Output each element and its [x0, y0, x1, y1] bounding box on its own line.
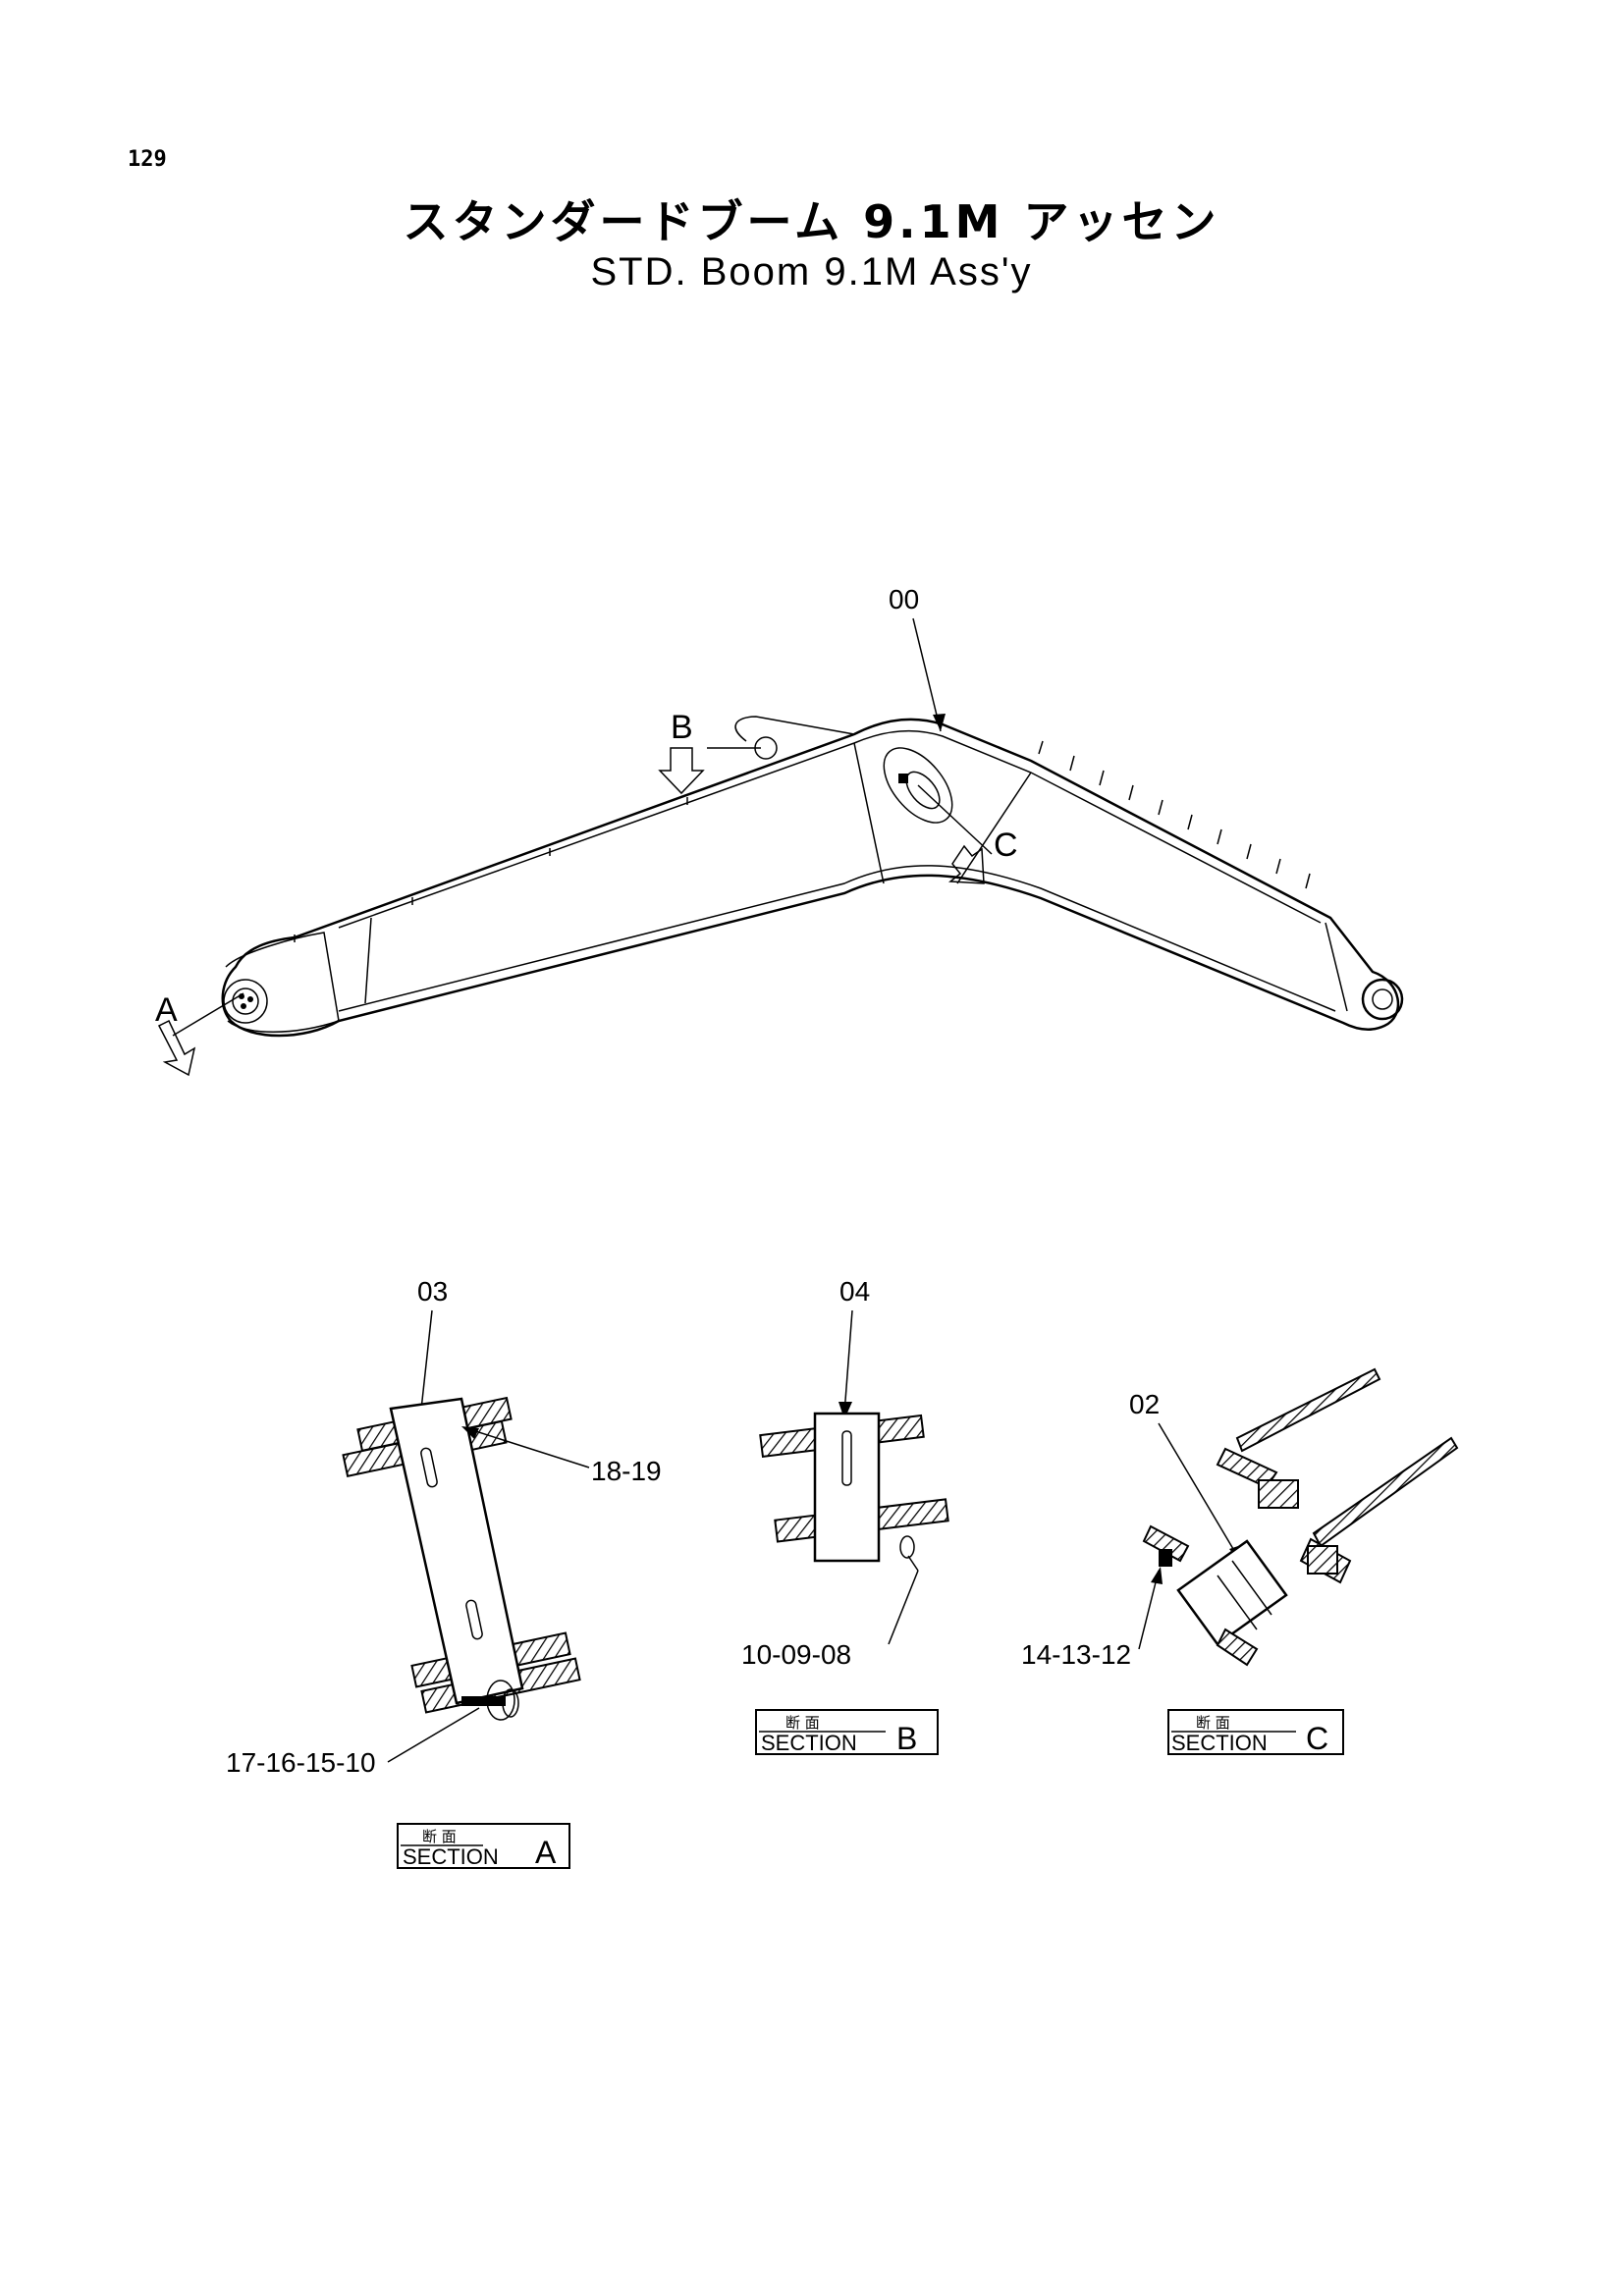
svg-text:断 面: 断 面	[422, 1828, 457, 1845]
page-number: 129	[128, 147, 167, 172]
callout-10-09-08: 10-09-08	[741, 1639, 851, 1670]
callout-00: 00	[889, 584, 919, 614]
title-japanese: スタンダードブーム 9.1M アッセン	[403, 195, 1220, 248]
callout-14-13-12: 14-13-12	[1021, 1639, 1131, 1670]
section-a-detail: 03 18-19 17-16-15-10	[226, 1276, 662, 1778]
svg-text:SECTION: SECTION	[761, 1731, 857, 1755]
svg-text:SECTION: SECTION	[1171, 1731, 1268, 1755]
callout-17-16-15-10: 17-16-15-10	[226, 1747, 376, 1778]
section-c-detail: 02 14-13-12	[1021, 1367, 1459, 1670]
svg-text:B: B	[896, 1721, 917, 1756]
boom-outline	[221, 718, 1400, 1038]
callout-03: 03	[417, 1276, 448, 1307]
section-a-label: 断 面 SECTION A	[397, 1823, 570, 1870]
boom-main-view: 00 A B C	[155, 584, 1404, 1077]
callout-04: 04	[839, 1276, 870, 1307]
section-c-label: 断 面 SECTION C	[1167, 1709, 1344, 1756]
svg-text:SECTION: SECTION	[403, 1844, 499, 1869]
title-english: STD. Boom 9.1M Ass'y	[590, 250, 1033, 294]
section-c-marker: C	[994, 827, 1018, 864]
section-b-marker: B	[671, 709, 693, 746]
svg-text:断 面: 断 面	[1196, 1714, 1230, 1732]
section-c-arrow	[948, 844, 985, 884]
svg-text:C: C	[1306, 1721, 1328, 1756]
callout-02: 02	[1129, 1389, 1160, 1419]
svg-text:断 面: 断 面	[785, 1714, 820, 1732]
section-a-arrow	[157, 1019, 196, 1077]
callout-18-19: 18-19	[591, 1456, 662, 1486]
svg-text:A: A	[535, 1835, 557, 1870]
section-b-detail: 04 10-09-08	[741, 1276, 949, 1670]
section-a-marker: A	[155, 991, 178, 1029]
section-b-label: 断 面 SECTION B	[755, 1709, 939, 1756]
section-b-arrow	[658, 747, 705, 795]
